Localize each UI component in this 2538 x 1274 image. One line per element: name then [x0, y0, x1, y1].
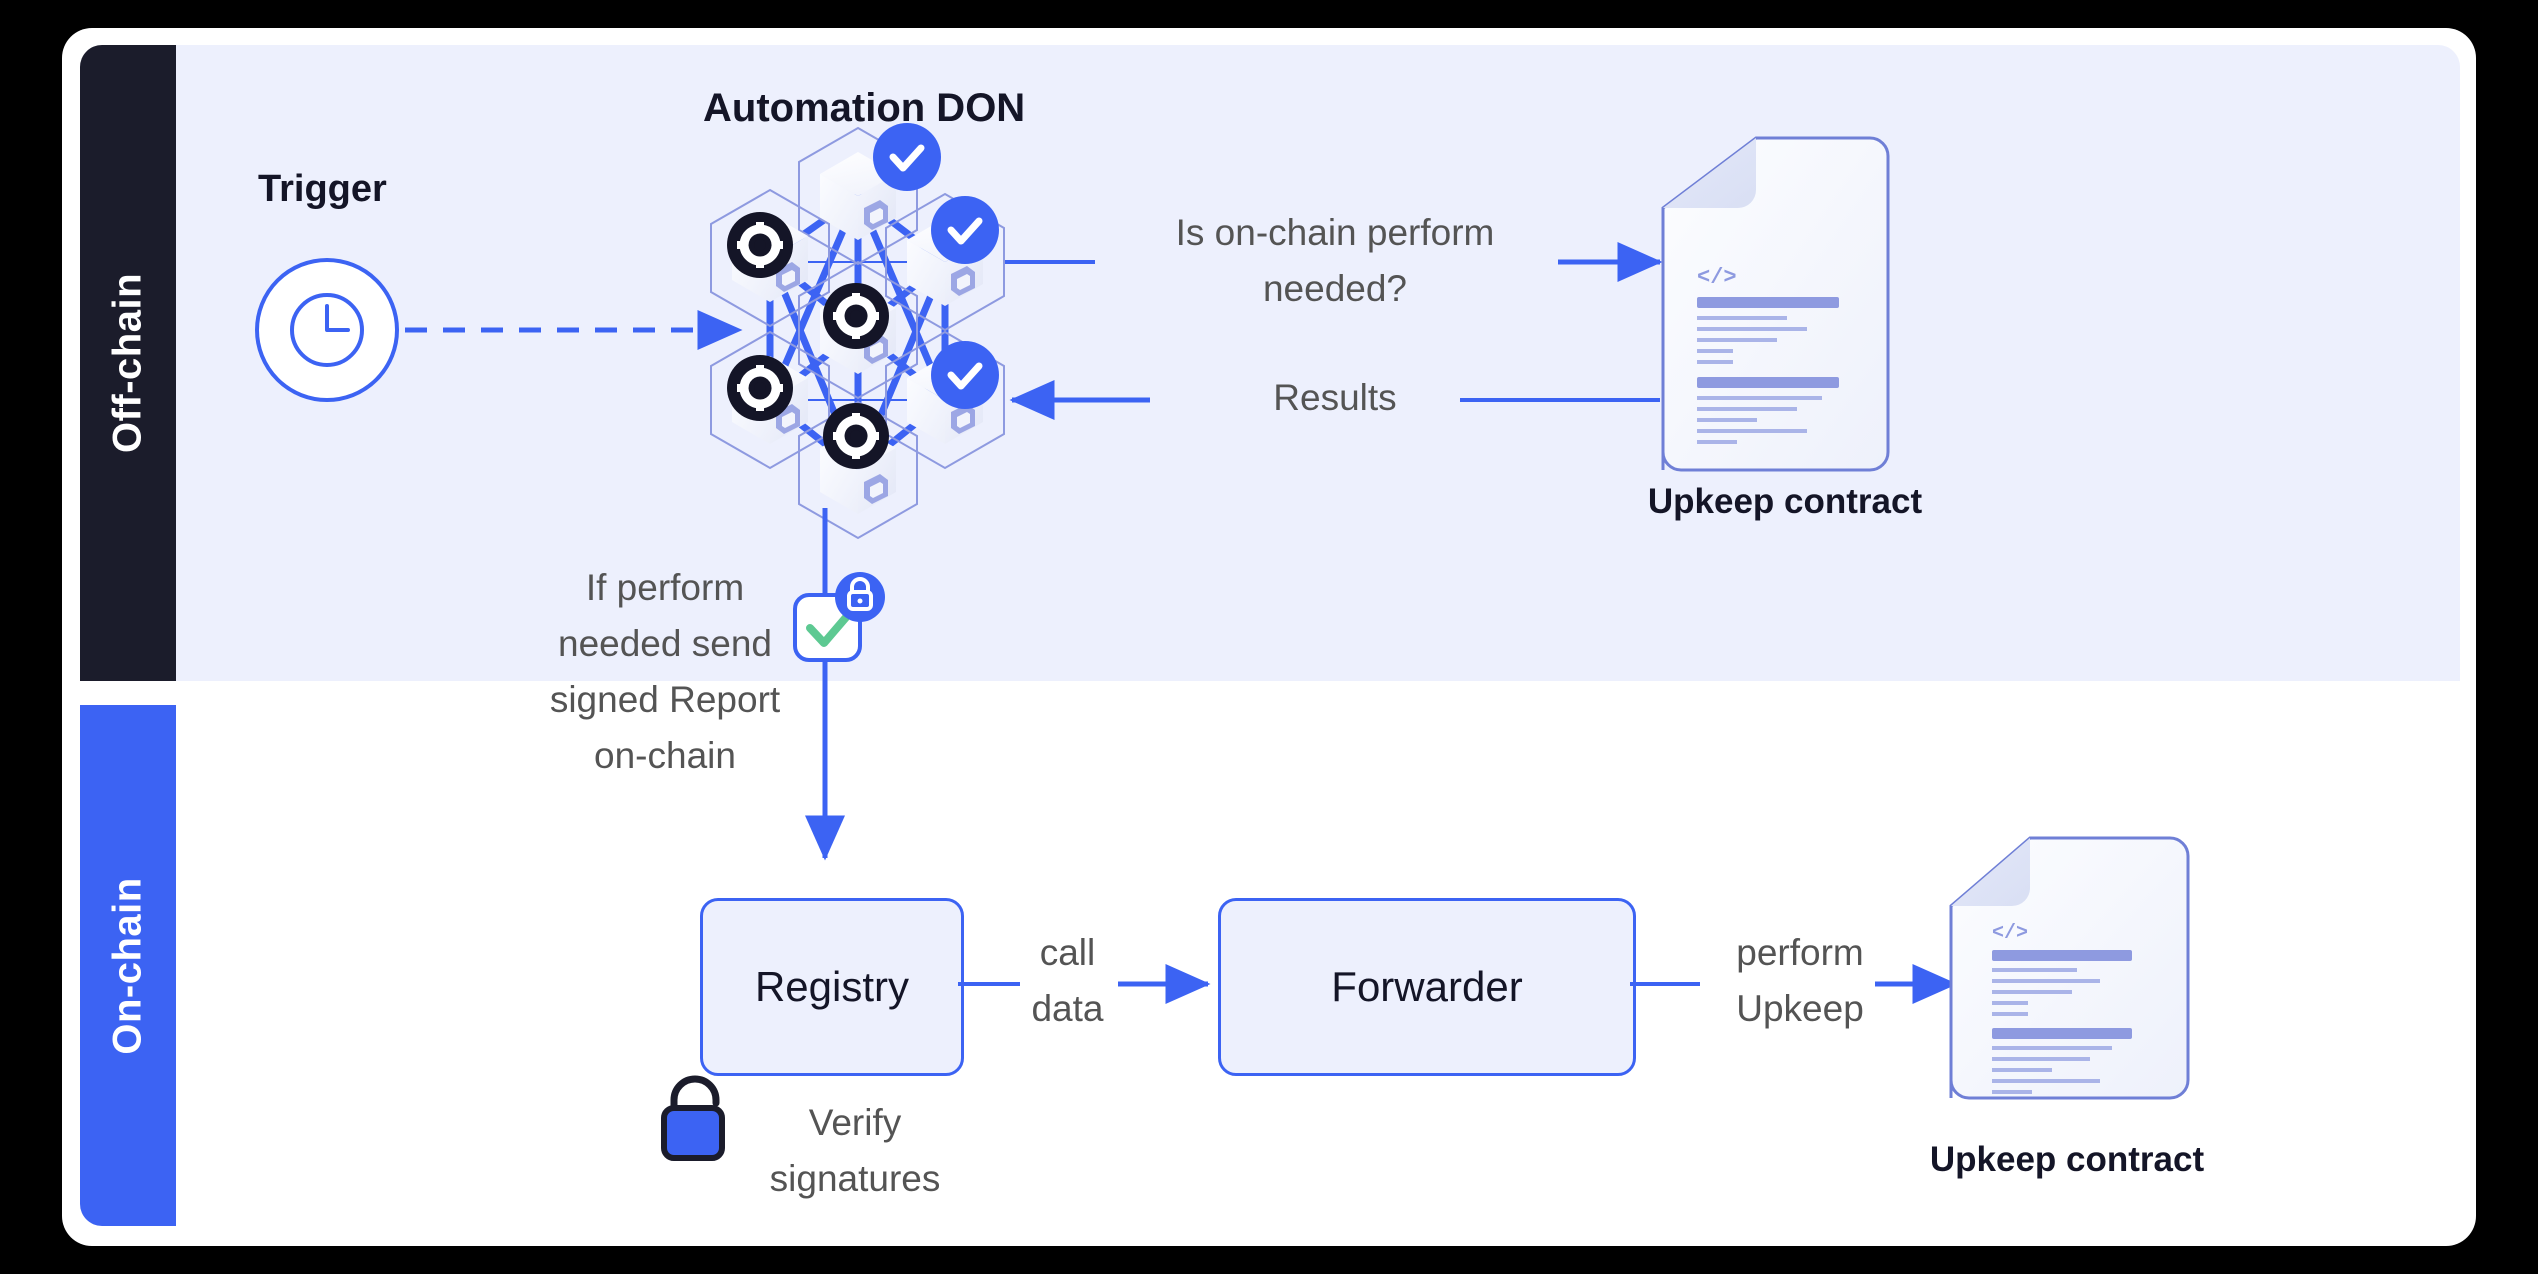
signed-report-label: If perform needed send signed Report on-… — [549, 567, 781, 776]
results-label: Results — [1273, 377, 1397, 418]
offchain-band — [80, 45, 2460, 681]
automation-don-heading: Automation DON — [703, 86, 1026, 130]
call-data-label: call data — [1031, 932, 1104, 1029]
forwarder-box-label: Forwarder — [1331, 963, 1523, 1010]
upkeep-contract-caption-top: Upkeep contract — [1647, 482, 1923, 521]
registry-box[interactable]: Registry — [700, 898, 964, 1076]
is-onchain-perform-needed-label: Is on-chain perform needed? — [1175, 212, 1495, 309]
forwarder-box[interactable]: Forwarder — [1218, 898, 1636, 1076]
upkeep-contract-caption-bottom: Upkeep contract — [1929, 1140, 2205, 1179]
onchain-rail: On-chain — [80, 705, 176, 1226]
registry-box-label: Registry — [754, 963, 910, 1010]
verify-signatures-label: Verify signatures — [769, 1102, 941, 1199]
trigger-heading: Trigger — [258, 168, 387, 210]
onchain-rail-label: On-chain — [105, 876, 150, 1055]
offchain-rail: Off-chain — [80, 45, 176, 681]
perform-upkeep-label: perform Upkeep — [1736, 932, 1864, 1029]
offchain-rail-label: Off-chain — [105, 272, 150, 454]
